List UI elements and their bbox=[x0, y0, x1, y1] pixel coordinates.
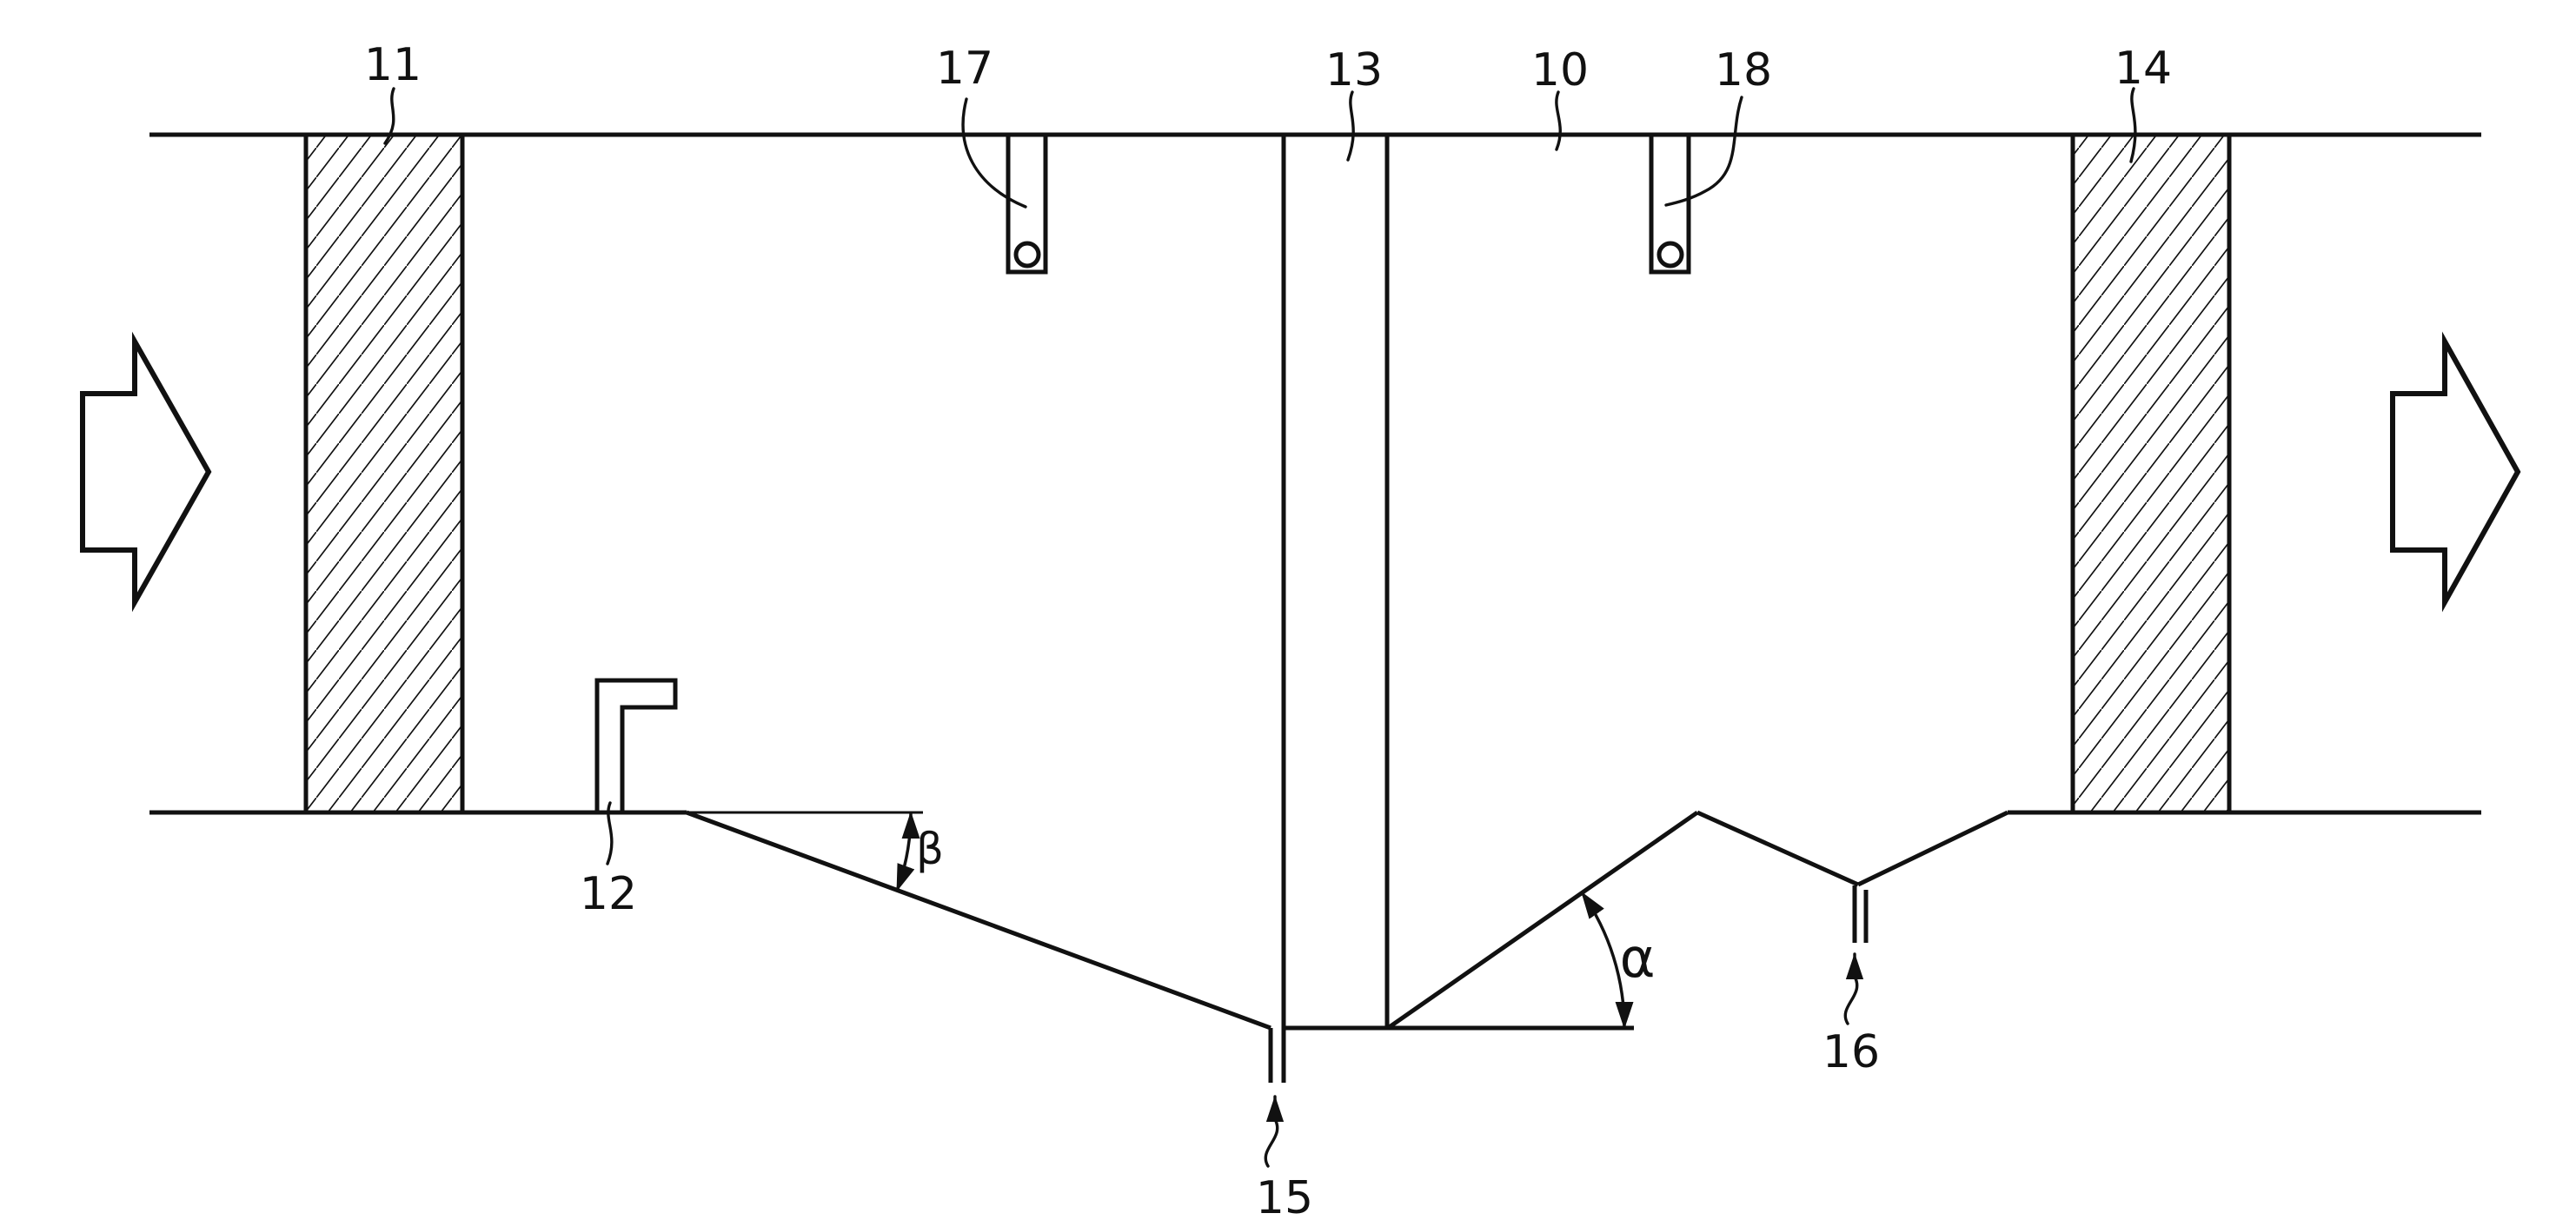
bracket-12 bbox=[594, 678, 678, 812]
floor-slope-alpha bbox=[1386, 810, 1699, 1031]
label-alpha: α bbox=[1620, 926, 1656, 990]
floor-ascent-right bbox=[1856, 810, 2009, 887]
label-11: 11 bbox=[364, 39, 422, 91]
label-12: 12 bbox=[580, 868, 637, 920]
label-14: 14 bbox=[2115, 43, 2172, 95]
flow-inlet-arrow-icon bbox=[80, 331, 212, 613]
label-10: 10 bbox=[1531, 44, 1589, 96]
label-18: 18 bbox=[1715, 44, 1772, 96]
label-17: 17 bbox=[936, 43, 993, 95]
leader-12 bbox=[606, 801, 614, 865]
leader-13 bbox=[1346, 90, 1355, 162]
leader-18 bbox=[1664, 96, 1743, 207]
floor-descent-right bbox=[1696, 810, 1860, 887]
filter-block-left-11 bbox=[303, 132, 465, 815]
floor-slope-left bbox=[686, 810, 1271, 1031]
label-15: 15 bbox=[1256, 1172, 1313, 1220]
alpha-angle-arc bbox=[1580, 891, 1634, 1030]
leader-14 bbox=[2129, 87, 2137, 163]
sensor-18-body bbox=[1649, 132, 1691, 275]
sensor-17-body bbox=[1006, 132, 1048, 275]
sensor-18-eyelet-icon bbox=[1656, 241, 1684, 269]
leader-arrow-15 bbox=[1264, 1095, 1285, 1168]
filter-block-right-14 bbox=[2070, 132, 2232, 815]
sensor-probe-17 bbox=[1006, 132, 1048, 275]
beta-angle-arc bbox=[895, 811, 920, 892]
sensor-probe-18 bbox=[1649, 132, 1691, 275]
leader-17 bbox=[961, 97, 1027, 209]
label-13: 13 bbox=[1325, 44, 1383, 96]
label-beta: β bbox=[916, 824, 944, 874]
leader-arrow-16 bbox=[1843, 952, 1864, 1025]
leader-10 bbox=[1555, 90, 1562, 151]
label-16: 16 bbox=[1822, 1026, 1880, 1078]
sensor-17-eyelet-icon bbox=[1013, 241, 1041, 269]
leader-11 bbox=[383, 87, 395, 145]
flow-outlet-arrow-icon bbox=[2390, 331, 2521, 613]
